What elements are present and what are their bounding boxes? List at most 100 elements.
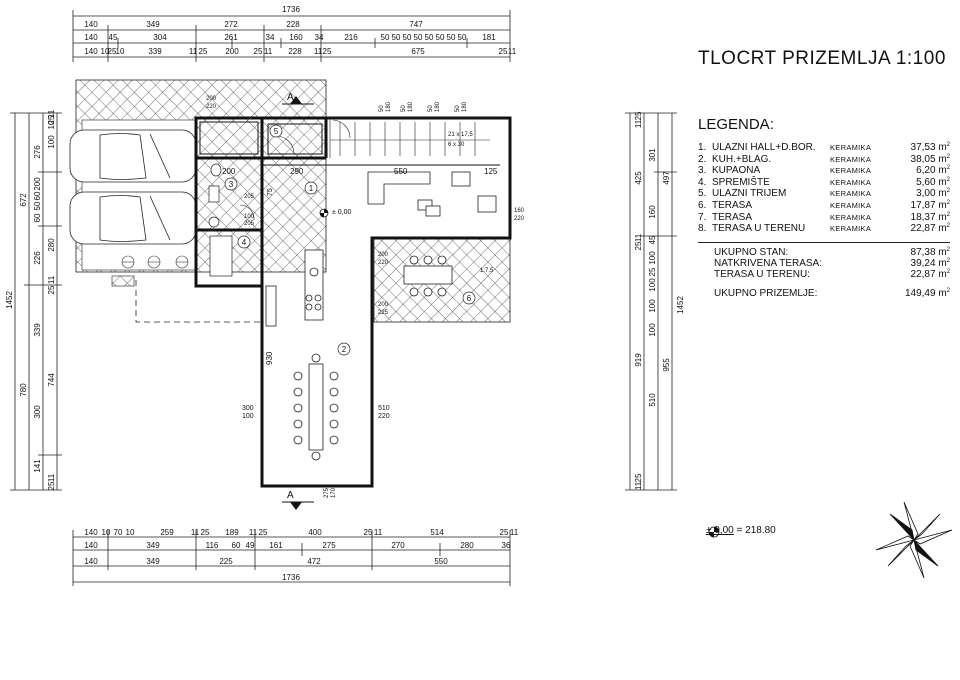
stair-label: 6 x 30	[448, 142, 465, 148]
legend-room-name: TERASA	[712, 211, 753, 223]
bottom-dim: 189	[225, 528, 239, 537]
legend-room-name: SPREMIŠTE	[712, 176, 770, 188]
bottom-dim: 11	[374, 528, 383, 537]
legend-material: KERAMIKA	[830, 166, 872, 176]
stair-label: 50	[428, 105, 434, 112]
top-dim: 675	[411, 47, 425, 56]
top-dim: 50	[458, 33, 467, 42]
legend-number: 2.	[698, 153, 707, 165]
legend-number: 5.	[698, 188, 707, 200]
top-dim: 140	[84, 47, 98, 56]
area-unit: 2	[946, 165, 950, 172]
inner-dim: 300	[242, 405, 254, 412]
total-label: NATKRIVENA TERASA:	[714, 257, 822, 269]
area-unit: 2	[946, 199, 950, 206]
bottom-dim: 116	[206, 541, 219, 550]
legend-room-name: ULAZNI HALL+D.BOR.	[712, 142, 816, 153]
room-marker-labels: 1 2 3 4 5 6	[229, 127, 472, 354]
inner-dim: 205	[244, 194, 255, 200]
right-dim: 11	[634, 233, 643, 242]
room-markers	[224, 124, 476, 356]
bottom-dim: 11	[249, 528, 258, 537]
inner-dim: 205	[244, 221, 255, 227]
drawing-title: TLOCRT PRIZEMLJA 1:100	[698, 48, 946, 69]
top-dim: 25	[323, 47, 332, 56]
grand-total-value: 149,49 m2	[880, 288, 950, 299]
counter-left	[265, 285, 277, 327]
area-unit: 2	[946, 223, 950, 230]
legend-area-value: 5,60 m	[916, 176, 947, 188]
stair-label: 180	[408, 101, 414, 112]
terrace-table	[403, 255, 453, 297]
inner-walls-thin	[199, 121, 500, 166]
legend-room-name: ULAZNI TRIJEM	[712, 188, 787, 200]
right-dim: 45	[648, 235, 657, 244]
area-unit: 2	[946, 153, 950, 160]
left-dim: 276	[33, 145, 42, 159]
legend-number: 3.	[698, 165, 707, 177]
total-value-text: 87,38 m	[910, 246, 947, 258]
area-unit: 2	[946, 246, 950, 253]
bottom-dimension-texts: 140 10 70 10 259 11 25 189 11 25 400 25 …	[84, 528, 518, 582]
legend-heading: LEGENDA:	[698, 116, 774, 133]
legend-number: 6.	[698, 199, 707, 211]
legend-material: KERAMIKA	[830, 200, 872, 210]
left-dim: 672	[19, 193, 28, 207]
section-label-top: A	[287, 92, 294, 103]
inner-dim: 275	[324, 487, 330, 498]
top-dim: 50	[381, 33, 390, 42]
inner-dim: 100	[244, 214, 255, 220]
total-value-text: 22,87 m	[910, 268, 947, 280]
legend-area: 17,87 m2	[888, 200, 950, 212]
inner-dim: 200	[378, 302, 389, 308]
right-dim: 11	[634, 119, 643, 128]
bottom-dim: 49	[246, 541, 255, 550]
area-unit: 2	[946, 268, 950, 275]
inner-dim: 220	[206, 104, 217, 110]
legend-number: 7.	[698, 211, 707, 223]
area-unit: 2	[946, 211, 950, 218]
bottom-dim: 259	[160, 528, 174, 537]
bottom-dim: 10	[126, 528, 135, 537]
legend-area: 5,60 m2	[888, 177, 950, 189]
north-arrow-compass	[875, 501, 953, 579]
bottom-dim: 70	[114, 528, 123, 537]
top-dim: 25	[108, 47, 117, 56]
legend-area-value: 17,87 m	[910, 199, 947, 211]
left-dim: 60	[33, 213, 42, 222]
bottom-dim: 349	[146, 541, 160, 550]
top-dim: 216	[344, 33, 358, 42]
top-dim: 11	[314, 47, 323, 56]
top-dimension-texts: 1736 140 349 272 228 747 140 45 304 261 …	[84, 5, 516, 56]
floor-level-marker: ± 0,00	[319, 208, 352, 218]
area-unit: 2	[946, 142, 950, 148]
top-total-dim: 1736	[282, 5, 300, 14]
top-dimension-lines	[72, 10, 511, 62]
top-dim: 25	[499, 47, 508, 56]
top-dim: 11	[189, 47, 198, 56]
car-bottom	[69, 191, 197, 245]
legend-material: KERAMIKA	[830, 177, 872, 187]
stair-labels: 50 180 50 180 50 180 50 180 21 x 17,5 6 …	[379, 101, 473, 148]
top-dim: 25	[199, 47, 208, 56]
inner-dim: 290	[290, 167, 304, 176]
right-dim: 100	[648, 299, 657, 313]
legend-room-name: TERASA U TERENU	[712, 223, 806, 235]
bottom-dim: 36	[502, 541, 511, 550]
left-dim: 11	[47, 473, 56, 482]
bottom-dim: 225	[219, 557, 233, 566]
bottom-dim: 25	[364, 528, 373, 537]
legend-area: 6,20 m2	[888, 165, 950, 177]
left-dim: 280	[47, 238, 56, 252]
bottom-dim: 25	[201, 528, 210, 537]
left-dim: 10	[47, 120, 56, 129]
legend-number: 1.	[698, 142, 707, 153]
top-dim: 181	[482, 33, 496, 42]
inner-dim: 100	[242, 413, 254, 420]
left-dim: 25	[47, 481, 56, 490]
top-dim: 228	[288, 47, 302, 56]
right-dimension-lines	[625, 112, 677, 491]
top-dim: 261	[224, 33, 238, 42]
top-dim: 11	[508, 47, 517, 56]
left-dim: 200	[33, 177, 42, 191]
